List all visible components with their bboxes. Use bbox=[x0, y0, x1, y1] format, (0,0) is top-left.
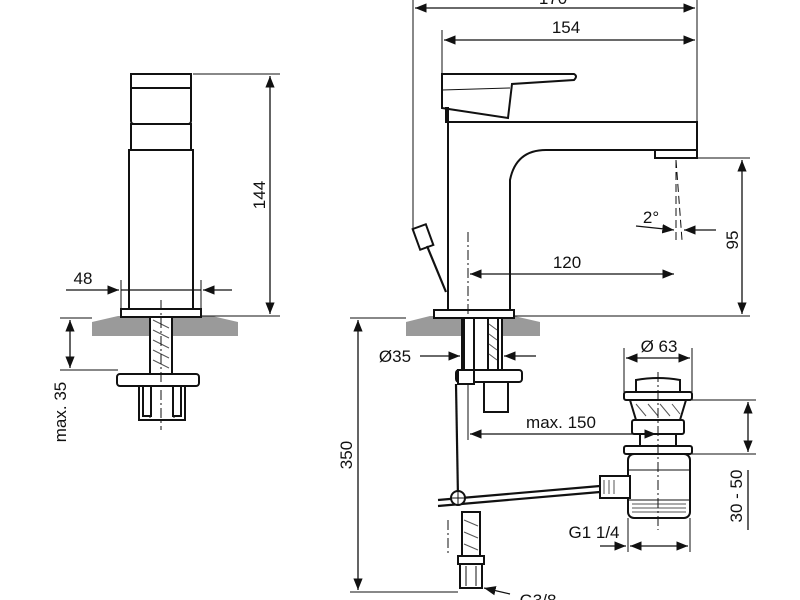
side-cartridge bbox=[130, 123, 192, 153]
dim-waste-thread: G1 1/4 bbox=[568, 523, 619, 542]
dim-side-width: 48 bbox=[74, 269, 93, 288]
dim-spout-angle: 2° bbox=[643, 208, 659, 227]
dim-supply-thread: G3/8 bbox=[520, 591, 557, 600]
dim-spout-length: 154 bbox=[552, 18, 580, 37]
dim-total-length: 170 bbox=[539, 0, 567, 8]
front-view: 170 154 2° 95 120 Ø35 350 max. 150 bbox=[337, 0, 756, 600]
dim-side-height: 144 bbox=[250, 181, 269, 209]
front-base bbox=[433, 309, 515, 319]
front-spout-body bbox=[445, 107, 698, 313]
dim-waste-height: 30 - 50 bbox=[727, 470, 746, 523]
dim-spout-reach: 120 bbox=[553, 253, 581, 272]
side-view: 144 48 max. 35 bbox=[51, 73, 280, 442]
front-aerator bbox=[654, 149, 698, 159]
supply-nut bbox=[459, 563, 483, 589]
dim-drain-length: 350 bbox=[337, 441, 356, 469]
dim-spout-height: 95 bbox=[723, 231, 742, 250]
dim-waste-diameter: Ø 63 bbox=[641, 337, 678, 356]
side-body bbox=[128, 149, 194, 311]
popup-knob bbox=[411, 222, 435, 252]
dim-rod-length: max. 150 bbox=[526, 413, 596, 432]
dim-side-max-depth: max. 35 bbox=[51, 382, 70, 442]
side-handle-top bbox=[130, 73, 192, 89]
front-nut bbox=[483, 381, 509, 413]
popup-waste bbox=[599, 372, 693, 530]
waste-rod-housing bbox=[599, 475, 631, 499]
front-handle-lever bbox=[441, 73, 577, 120]
side-fixing-plate bbox=[116, 373, 200, 387]
dim-hole-diameter: Ø35 bbox=[379, 347, 411, 366]
